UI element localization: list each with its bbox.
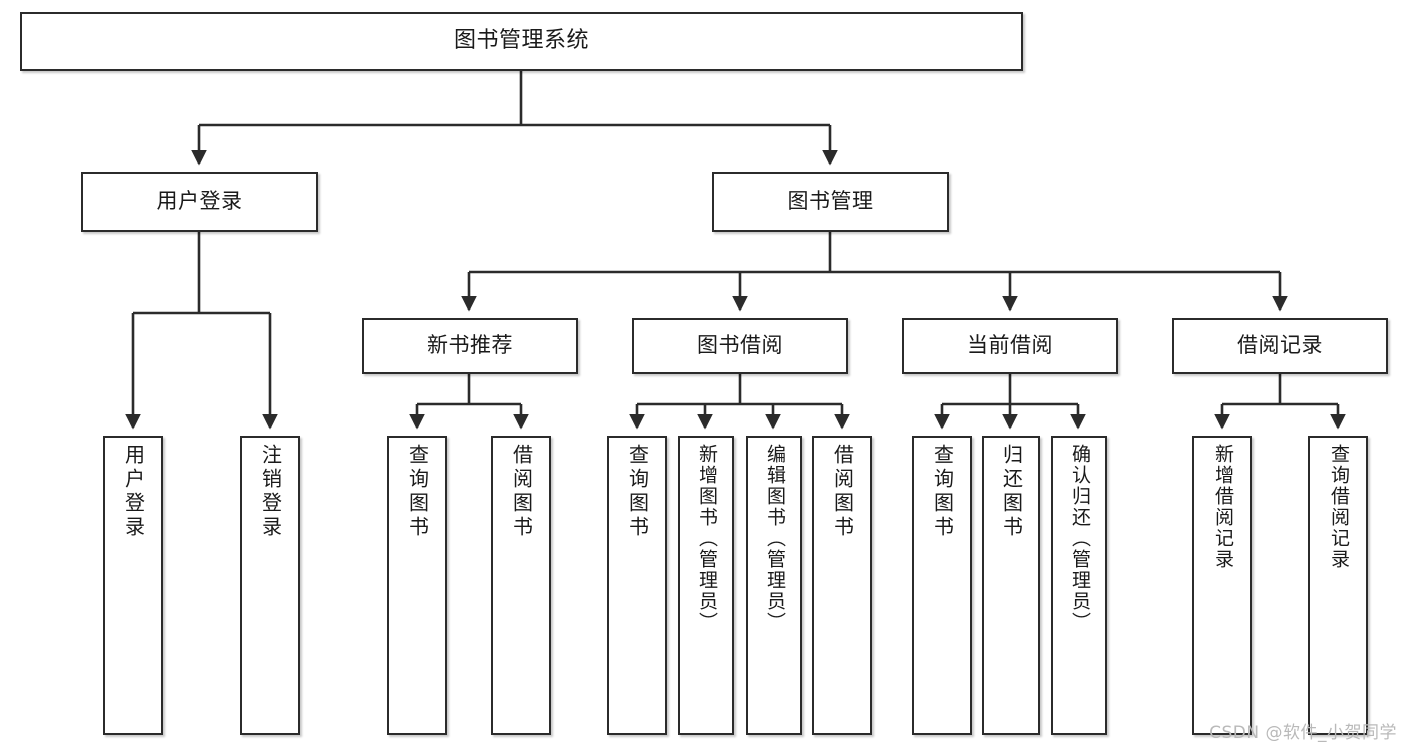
node-book-manage[interactable]: 图书管理 [712, 172, 949, 232]
leaf-add-record-label: 新增借阅记录 [1211, 444, 1234, 570]
node-book-borrow-label: 图书借阅 [697, 333, 783, 358]
leaf-user-login[interactable]: 用户登录 [103, 436, 163, 735]
leaf-add-record[interactable]: 新增借阅记录 [1192, 436, 1252, 735]
leaf-return-book[interactable]: 归还图书 [982, 436, 1040, 735]
leaf-query-book-1-label: 查询图书 [405, 444, 430, 540]
leaf-borrow-book-2-label: 借阅图书 [830, 444, 855, 540]
node-current-borrow[interactable]: 当前借阅 [902, 318, 1118, 374]
leaf-query-book-3[interactable]: 查询图书 [912, 436, 972, 735]
node-borrow-record[interactable]: 借阅记录 [1172, 318, 1388, 374]
leaf-borrow-book-1-label: 借阅图书 [509, 444, 534, 540]
node-book-borrow[interactable]: 图书借阅 [632, 318, 848, 374]
node-borrow-record-label: 借阅记录 [1237, 333, 1323, 358]
node-user-login[interactable]: 用户登录 [81, 172, 318, 232]
leaf-confirm-return-label: 确认归还（管理员） [1068, 444, 1091, 633]
leaf-borrow-book-1[interactable]: 借阅图书 [491, 436, 551, 735]
leaf-edit-book-label: 编辑图书（管理员） [763, 444, 786, 633]
node-root-label: 图书管理系统 [453, 28, 589, 54]
leaf-borrow-book-2[interactable]: 借阅图书 [812, 436, 872, 735]
leaf-query-book-3-label: 查询图书 [930, 444, 955, 540]
leaf-query-book-1[interactable]: 查询图书 [387, 436, 447, 735]
node-new-book-rec[interactable]: 新书推荐 [362, 318, 578, 374]
leaf-query-book-2-label: 查询图书 [625, 444, 650, 540]
node-current-borrow-label: 当前借阅 [967, 333, 1053, 358]
leaf-return-book-label: 归还图书 [999, 444, 1024, 540]
leaf-user-logout-label: 注销登录 [258, 444, 283, 540]
node-new-book-rec-label: 新书推荐 [427, 333, 513, 358]
leaf-query-record-label: 查询借阅记录 [1327, 444, 1350, 570]
leaf-confirm-return[interactable]: 确认归还（管理员） [1051, 436, 1107, 735]
leaf-user-logout[interactable]: 注销登录 [240, 436, 300, 735]
node-root[interactable]: 图书管理系统 [20, 12, 1023, 71]
leaf-edit-book[interactable]: 编辑图书（管理员） [746, 436, 802, 735]
leaf-user-login-label: 用户登录 [121, 444, 146, 540]
leaf-add-book[interactable]: 新增图书（管理员） [678, 436, 734, 735]
leaf-add-book-label: 新增图书（管理员） [695, 444, 718, 633]
node-user-login-label: 用户登录 [156, 189, 243, 214]
leaf-query-record[interactable]: 查询借阅记录 [1308, 436, 1368, 735]
node-book-manage-label: 图书管理 [787, 189, 874, 214]
leaf-query-book-2[interactable]: 查询图书 [607, 436, 667, 735]
csdn-watermark: CSDN @软件_小贺同学 [1209, 723, 1397, 743]
